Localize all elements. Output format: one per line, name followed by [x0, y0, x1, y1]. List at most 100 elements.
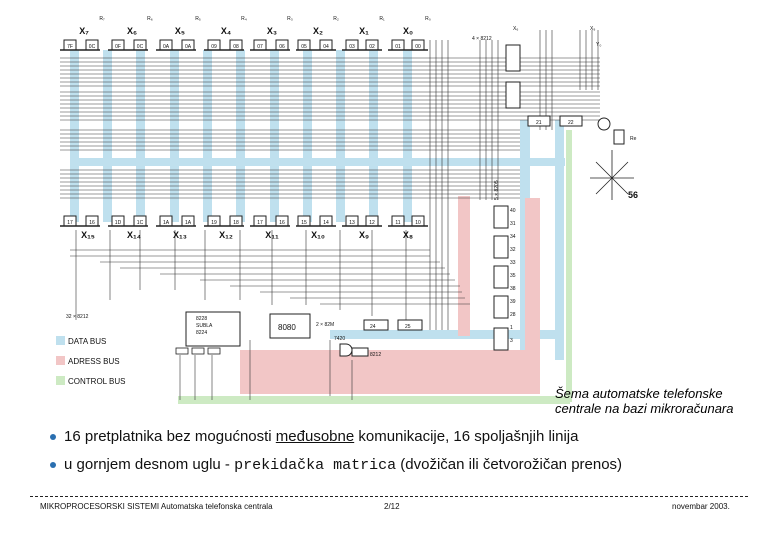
bottom-x-label-0: X₁₅ — [81, 230, 95, 240]
chip-7420: 7420 — [334, 336, 345, 342]
chip-2x82m: 2 × 82M — [316, 322, 334, 328]
bottom-x-label-2: X₁₃ — [173, 230, 187, 240]
bullet-1-text-a: 16 pretplatnika bez mogućnosti — [64, 428, 276, 445]
top-r-label-3: R₄ — [241, 16, 247, 22]
top-x-label-4: X₃ — [267, 26, 277, 36]
chip-32x8212: 32 × 8212 — [66, 314, 89, 320]
bottom-chip-code-0-1: 16 — [89, 220, 95, 226]
footer-date: novembar 2003. — [672, 502, 730, 511]
bottom-chip-code-5-1: 14 — [323, 220, 329, 226]
decoder-pin-number: 39 — [510, 299, 516, 305]
switching-matrix: X₆ X₉ Y₀ 4 × 8212 21 22 Re 56 — [472, 26, 638, 200]
top-chip-code-2-1: 0A — [185, 44, 192, 50]
footer-title: MIKROPROCESORSKI SISTEMI Automatska tele… — [40, 502, 273, 511]
chip-21: 21 — [536, 120, 542, 126]
legend-swatch-data — [56, 336, 65, 345]
decoder-pin-number: 35 — [510, 273, 516, 279]
top-chip-code-0-0: 7F — [67, 44, 73, 50]
bottom-x-label-1: X₁₄ — [127, 230, 141, 240]
top-chip-code-6-0: 03 — [349, 44, 355, 50]
bottom-chip-code-1-0: 1D — [115, 220, 122, 226]
bullet-item-2: u gornjem desnom uglu - prekidačka matri… — [40, 456, 770, 475]
bus-bands — [70, 50, 572, 404]
legend-label-address: ADRESS BUS — [68, 357, 120, 366]
right-top-label-1: X₉ — [590, 26, 595, 32]
footer-page-number: 2/12 — [384, 502, 400, 511]
top-x-label-3: X₄ — [221, 26, 231, 36]
top-r-label-5: R₂ — [333, 16, 339, 22]
decoder-pin-number: 1 — [510, 325, 513, 331]
top-chip-code-5-0: 05 — [301, 44, 307, 50]
bullet-2-mono: prekidačka matrica — [234, 457, 397, 474]
bottom-chip-code-3-1: 18 — [233, 220, 239, 226]
decoder-pin-number: 32 — [510, 247, 516, 253]
legend-swatch-control — [56, 376, 65, 385]
decoder-pin-number: 34 — [510, 234, 516, 240]
bullet-2-text-b: (dvožičan ili četvorožičan prenos) — [396, 456, 623, 473]
bottom-chip-code-5-0: 15 — [301, 220, 307, 226]
bottom-chip-code-2-1: 1A — [185, 220, 192, 226]
chip-24: 24 — [370, 324, 376, 330]
bottom-chip-code-7-0: 11 — [395, 220, 400, 226]
top-chip-code-0-1: 0C — [89, 44, 96, 50]
top-chip-code-3-1: 08 — [233, 44, 239, 50]
bullet-item-1: 16 pretplatnika bez mogućnosti međusobne… — [40, 428, 770, 446]
bullet-dot-icon — [50, 434, 56, 440]
decoder-pin-number: 40 — [510, 208, 516, 214]
chip-re: Re — [630, 136, 637, 142]
bottom-x-label-6: X₉ — [359, 230, 369, 240]
bottom-chip-code-4-0: 17 — [257, 220, 263, 226]
chip-4x8212: 4 × 8212 — [472, 36, 492, 42]
top-r-label-2: R₅ — [195, 16, 201, 22]
top-chip-code-3-0: 09 — [211, 44, 217, 50]
top-r-label-0: R₇ — [99, 16, 105, 22]
bottom-chip-code-6-1: 12 — [369, 220, 375, 226]
caption-line-1: Šema automatske telefonske — [555, 386, 723, 401]
top-r-label-4: R₃ — [287, 16, 293, 22]
bullet-2-text-a: u gornjem desnom uglu - — [64, 456, 235, 473]
bottom-chip-code-4-1: 16 — [279, 220, 285, 226]
top-x-label-6: X₁ — [359, 26, 369, 36]
bottom-chip-code-1-1: 1C — [137, 220, 144, 226]
top-chip-code-5-1: 04 — [323, 44, 329, 50]
chip-8080: 8080 — [278, 323, 296, 332]
bullet-list: 16 pretplatnika bez mogućnosti međusobne… — [40, 428, 770, 485]
bus-legend: DATA BUS ADRESS BUS CONTROL BUS — [56, 336, 126, 386]
bottom-chip-code-6-0: 13 — [349, 220, 355, 226]
chip-22: 22 — [568, 120, 574, 126]
top-chip-code-6-1: 02 — [369, 44, 375, 50]
bottom-chip-row: X₁₅ X₁₄ X₁₃ X₁₂ X₁₁ X₁₀ X₉ X₈ 17 16 1D 1C 1A… — [60, 215, 428, 240]
figure-caption: Šema automatske telefonske centrale na b… — [555, 386, 775, 416]
bottom-x-label-7: X₈ — [403, 230, 413, 240]
top-chip-code-2-0: 0A — [163, 44, 170, 50]
bullet-1-underlined: međusobne — [275, 428, 355, 445]
bottom-x-label-5: X₁₀ — [311, 230, 325, 240]
decoder-pin-number: 28 — [510, 312, 516, 318]
bottom-chip-code-0-0: 17 — [67, 220, 73, 226]
decoder-pin-number: 31 — [510, 221, 516, 227]
caption-line-2: centrale na bazi mikroračunara — [555, 401, 734, 416]
top-chip-code-4-0: 07 — [257, 44, 263, 50]
top-chip-row: X₇ X₆ X₅ X₄ X₃ X₂ X₁ X₀ R₇ R₆ R₅ R₄ R₃ R… — [60, 16, 431, 51]
legend-label-control: CONTROL BUS — [68, 377, 126, 386]
chip-8228: 8228 SUBLA 8224 — [196, 316, 214, 336]
bottom-x-label-3: X₁₂ — [219, 230, 233, 240]
top-chip-code-1-1: 0C — [137, 44, 144, 50]
bottom-chip-code-2-0: 1A — [163, 220, 170, 226]
bottom-x-label-4: X₁₁ — [265, 230, 279, 240]
processor-area: 8228 SUBLA 8224 8080 2 × 82M 24 25 7420 … — [66, 311, 423, 358]
right-top-label-0: X₆ — [513, 26, 518, 32]
top-r-label-6: R₁ — [379, 16, 385, 22]
legend-swatch-address — [56, 356, 65, 365]
bottom-chip-code-3-0: 19 — [211, 220, 217, 226]
bullet-dot-icon — [50, 462, 56, 468]
top-x-label-1: X₆ — [127, 26, 137, 36]
top-r-label-1: R₆ — [147, 16, 153, 22]
top-x-label-5: X₂ — [313, 26, 323, 36]
decoder-pin-number: 38 — [510, 286, 516, 292]
top-r-label-7: R₀ — [425, 16, 431, 22]
decoder-pin-number: 3 — [510, 338, 513, 344]
top-chip-code-1-0: 0F — [115, 44, 121, 50]
top-chip-code-7-1: 00 — [415, 44, 421, 50]
